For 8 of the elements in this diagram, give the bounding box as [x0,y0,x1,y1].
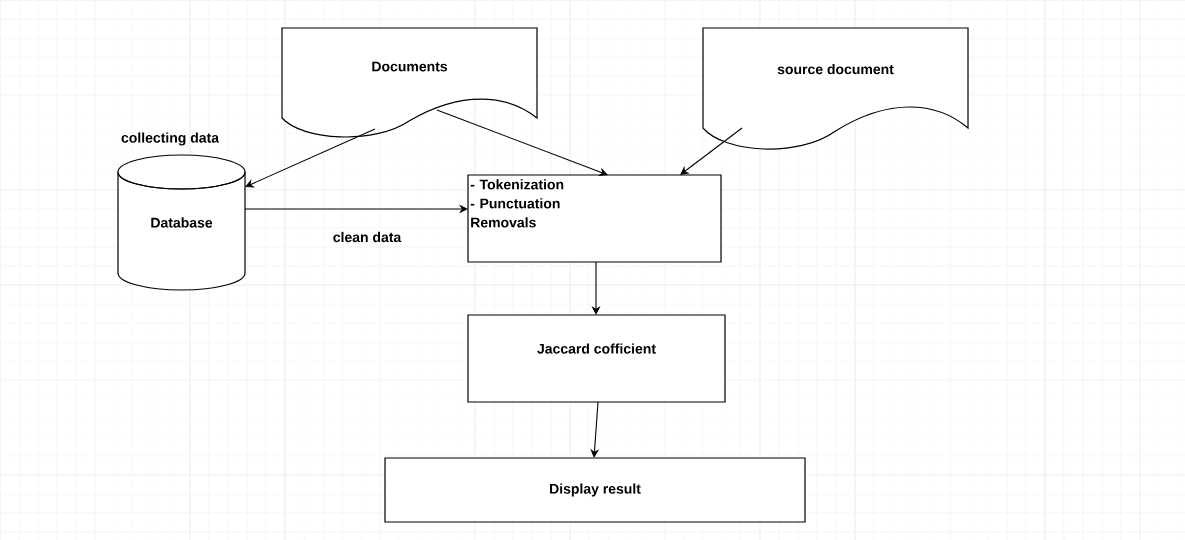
process-box: Jaccard cofficient [467,314,726,403]
arrow [680,127,743,175]
process-box: Display result [384,457,806,523]
arrow [245,128,376,188]
database-cylinder: Database [117,154,246,291]
arrow [590,401,600,458]
node-caption: collecting data [121,132,220,146]
process-box: - Tokenization - Punctuation Removals [467,174,722,263]
